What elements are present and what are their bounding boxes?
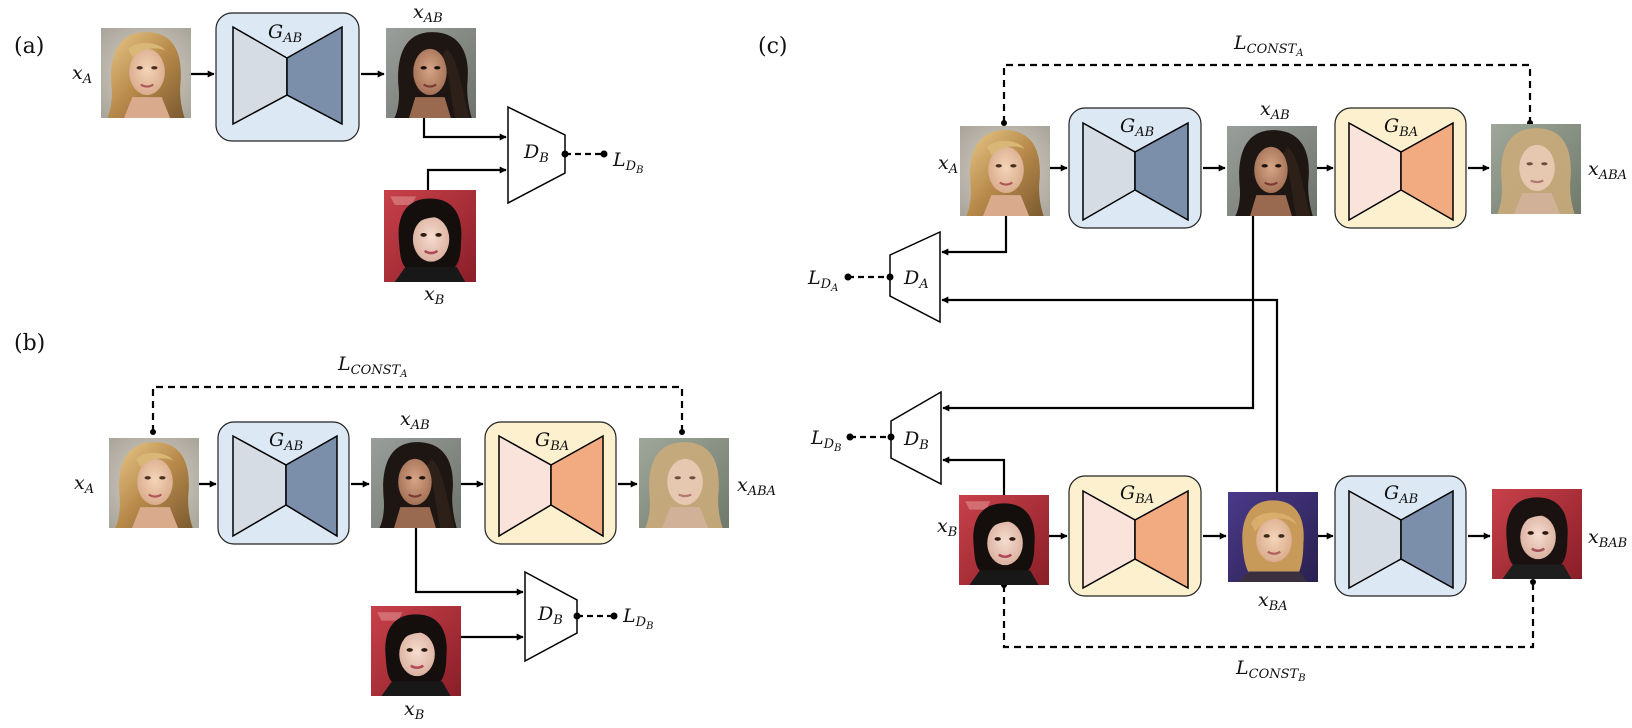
loss-dot <box>887 433 895 441</box>
label-loss-d-b: LDB <box>810 427 841 454</box>
generator-gba: GBA <box>1334 107 1467 229</box>
label-g-ba: GBA <box>1384 115 1418 140</box>
image-x-b <box>384 190 476 282</box>
generator-gba: GBA <box>484 421 617 545</box>
discriminator-db <box>507 105 566 205</box>
label-x-bab: xBAB <box>1588 526 1627 551</box>
decoder-trapezoid <box>1134 489 1189 590</box>
label-loss-d-b: LDB <box>612 149 643 176</box>
discriminator-db <box>890 390 942 486</box>
label-d-b: DB <box>903 428 929 453</box>
label-g-ba: GBA <box>535 429 569 454</box>
label-l-const-b: LCONSTB <box>1235 657 1306 684</box>
generator-gab: GAB <box>1068 107 1202 229</box>
arrow-xb-to-db <box>942 456 1006 495</box>
image-x-aba <box>639 438 729 528</box>
label-l-const-a: LCONSTA <box>337 353 407 380</box>
panel-label-a: (a) <box>14 34 44 59</box>
label-d-b: DB <box>523 141 549 166</box>
image-x-a <box>101 28 191 118</box>
decoder-trapezoid <box>1134 121 1189 222</box>
label-x-ab: xAB <box>413 1 443 26</box>
label-x-aba: xABA <box>737 474 776 499</box>
label-d-b: DB <box>537 603 563 628</box>
loss-dot <box>1001 120 1007 126</box>
image-x-a <box>960 126 1050 216</box>
loss-dot <box>150 429 156 435</box>
const-loss-loop-b <box>1002 582 1535 649</box>
arrow-xab-to-db <box>414 528 524 596</box>
image-x-aba <box>1491 124 1581 214</box>
label-x-b: xB <box>404 698 424 723</box>
image-x-b <box>371 606 461 696</box>
loss-dot <box>561 150 569 158</box>
label-g-ab: GAB <box>269 429 303 454</box>
decoder-trapezoid <box>286 25 343 126</box>
label-x-b: xB <box>937 515 957 540</box>
label-x-a: xA <box>72 62 92 87</box>
decoder-trapezoid <box>550 434 604 538</box>
const-loss-loop-a <box>1002 63 1532 123</box>
image-x-ab <box>386 28 476 118</box>
generator-gab: GAB <box>217 421 350 545</box>
panel-label-b: (b) <box>14 331 45 356</box>
arrow-xab-to-db <box>942 216 1255 412</box>
decoder-trapezoid <box>285 434 338 538</box>
label-g-ab: GAB <box>1384 482 1418 507</box>
discriminator-da <box>889 230 941 324</box>
label-x-b: xB <box>424 283 444 308</box>
generator-gba: GBA <box>1068 475 1202 597</box>
label-d-a: DA <box>903 267 929 292</box>
loss-dot <box>886 273 894 281</box>
panel-label-c: (c) <box>758 34 788 59</box>
image-x-ab <box>1227 126 1317 216</box>
image-x-bab <box>1492 489 1582 579</box>
label-x-a: xA <box>74 472 94 497</box>
decoder-trapezoid <box>1400 121 1454 222</box>
decoder-trapezoid <box>1400 489 1454 590</box>
image-x-ab <box>371 438 461 528</box>
arrow-xb-to-db <box>426 166 507 190</box>
loss-dot <box>679 429 685 435</box>
image-x-b <box>959 495 1049 585</box>
generator-gab: GAB <box>215 12 360 142</box>
label-g-ab: GAB <box>1120 115 1154 140</box>
label-x-a: xA <box>938 152 958 177</box>
label-l-const-a: LCONSTA <box>1233 32 1303 59</box>
discriminator-db <box>524 570 578 663</box>
label-loss-d-a: LDA <box>807 267 838 294</box>
panel-c: LCONSTA LCONSTB GAB GBA <box>807 32 1627 684</box>
generator-gab: GAB <box>1334 475 1467 597</box>
image-x-a <box>109 438 199 528</box>
panel-a: GAB DB xA xAB xB LDB <box>72 1 643 308</box>
loss-dot <box>573 612 581 620</box>
label-g-ba: GBA <box>1120 482 1154 507</box>
label-g-ab: GAB <box>268 21 302 46</box>
label-loss-d-b: LDB <box>622 605 653 632</box>
panel-b: LCONSTA GAB GBA DB <box>74 353 776 723</box>
loss-dot <box>846 433 854 441</box>
loss-dot <box>610 612 618 620</box>
loss-dot <box>844 273 852 281</box>
loss-dot <box>600 150 608 158</box>
label-x-ab: xAB <box>400 408 430 433</box>
label-x-aba: xABA <box>1588 158 1627 183</box>
label-x-ba: xBA <box>1258 589 1288 614</box>
arrow-xa-to-da <box>941 216 1008 256</box>
image-x-ba <box>1228 492 1318 582</box>
label-x-ab: xAB <box>1260 98 1290 123</box>
loss-dot <box>1530 579 1536 585</box>
arrow-xab-to-db <box>422 118 507 141</box>
arrow-xba-to-da <box>941 296 1279 492</box>
